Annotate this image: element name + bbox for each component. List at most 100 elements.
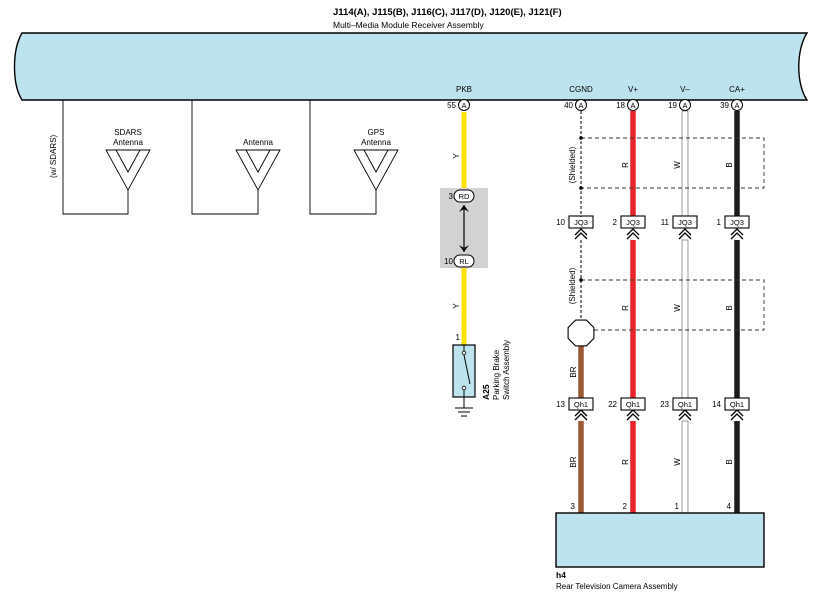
signal-caplus: CA+ xyxy=(729,85,745,94)
wire-color-bottom-vplus: R xyxy=(621,459,630,465)
wire-color-bottom-vminus: W xyxy=(673,458,682,466)
camera-pin-vminus: 1 xyxy=(675,502,680,511)
jq3-pin-caplus: 1 xyxy=(717,218,722,227)
sdars-antenna-label-1: SDARS xyxy=(114,128,142,137)
wire-color-mid-vminus: W xyxy=(673,304,682,312)
pkb-connector-a: A xyxy=(458,99,470,111)
jq3-pin-cgnd: 10 xyxy=(556,218,565,227)
jq3-connector-caplus: JQ3 xyxy=(724,215,750,229)
pkb-wire-color-lower: Y xyxy=(452,303,461,309)
switch-name-2: Switch Assembly xyxy=(502,340,511,400)
shielded-label-upper: (Shielded) xyxy=(568,146,577,183)
qh1-connector-caplus: Qh1 xyxy=(724,397,750,411)
svg-text:A: A xyxy=(682,101,687,110)
qh1-pin-caplus: 14 xyxy=(712,400,721,409)
wire-color-upper-vplus: R xyxy=(621,162,630,168)
shield-box-upper xyxy=(581,137,765,189)
camera-wire-group: CGND40ABRBRJQ310Qh1133CGNDV+18ARRRJQ32Qh… xyxy=(556,85,765,528)
antenna-label: Antenna xyxy=(243,138,273,147)
module-connector-cgnd: A xyxy=(575,99,587,111)
ground-splice-icon xyxy=(567,319,595,347)
module-pin-vplus: 18 xyxy=(616,101,625,110)
switch-pin: 1 xyxy=(456,333,461,342)
switch-code: A25 xyxy=(481,384,491,400)
svg-text:RL: RL xyxy=(459,257,469,266)
wire-vminus-upper xyxy=(681,110,689,218)
ground-icon xyxy=(455,407,473,417)
wire-color-bottom-cgnd: BR xyxy=(569,456,578,467)
signal-vplus: V+ xyxy=(628,85,638,94)
svg-text:A: A xyxy=(461,101,466,110)
wire-vminus-lower xyxy=(681,420,689,514)
jq3-chevron-caplus xyxy=(730,228,744,240)
pkb-pin: 55 xyxy=(447,101,456,110)
qh1-chevron-vplus xyxy=(626,409,640,421)
svg-text:RD: RD xyxy=(459,192,470,201)
connector-list: J114(A), J115(B), J116(C), J117(D), J120… xyxy=(333,7,562,18)
jc-rd-connector: RD xyxy=(453,189,475,203)
camera-name: Rear Television Camera Assembly xyxy=(556,582,678,591)
camera-pin-caplus: 4 xyxy=(727,502,732,511)
sdars-antenna-label-2: Antenna xyxy=(113,138,143,147)
svg-text:JQ3: JQ3 xyxy=(626,218,640,227)
qh1-pin-vminus: 23 xyxy=(660,400,669,409)
jc-rl-pin: 10 xyxy=(444,257,453,266)
gps-antenna-label-2: Antenna xyxy=(361,138,391,147)
wire-color-mid-cgnd: BR xyxy=(569,366,578,377)
signal-vminus: V– xyxy=(680,85,690,94)
module-connector-caplus: A xyxy=(731,99,743,111)
svg-text:JQ3: JQ3 xyxy=(730,218,744,227)
ws-sdars-label: (w/ SDARS) xyxy=(49,135,58,178)
gps-antenna-label-1: GPS xyxy=(368,128,385,137)
camera-code: h4 xyxy=(556,570,566,580)
svg-text:JQ3: JQ3 xyxy=(678,218,692,227)
svg-text:A: A xyxy=(630,101,635,110)
antenna-icon xyxy=(235,149,281,191)
pkb-wire xyxy=(440,112,488,345)
jc-rd-pin: 3 xyxy=(449,192,454,201)
shielded-label-lower: (Shielded) xyxy=(568,267,577,304)
camera-pin-cgnd: 3 xyxy=(571,502,576,511)
jq3-connector-cgnd: JQ3 xyxy=(568,215,594,229)
shield-junction-dot xyxy=(579,136,583,140)
svg-text:Qh1: Qh1 xyxy=(678,400,692,409)
sdars-antenna-icon xyxy=(105,149,151,191)
wire-color-mid-caplus: B xyxy=(725,305,734,310)
wire-color-upper-vminus: W xyxy=(673,161,682,169)
qh1-connector-vminus: Qh1 xyxy=(672,397,698,411)
shield-junction-dot xyxy=(579,186,583,190)
svg-text:A: A xyxy=(578,101,583,110)
module-connector-vplus: A xyxy=(627,99,639,111)
wire-vminus-mid xyxy=(681,239,689,399)
receiver-name: Multi–Media Module Receiver Assembly xyxy=(333,20,484,30)
rear-camera-box xyxy=(555,512,765,568)
module-pin-caplus: 39 xyxy=(720,101,729,110)
jq3-connector-vminus: JQ3 xyxy=(672,215,698,229)
qh1-connector-cgnd: Qh1 xyxy=(568,397,594,411)
jc-rl-connector: RL xyxy=(453,254,475,268)
pkb-signal: PKB xyxy=(456,85,472,94)
qh1-pin-cgnd: 13 xyxy=(556,400,565,409)
jq3-chevron-vminus xyxy=(678,228,692,240)
qh1-pin-vplus: 22 xyxy=(608,400,617,409)
svg-text:Qh1: Qh1 xyxy=(626,400,640,409)
svg-text:Qh1: Qh1 xyxy=(574,400,588,409)
wire-color-bottom-caplus: B xyxy=(725,459,734,464)
wire-color-mid-vplus: R xyxy=(621,305,630,311)
jq3-pin-vplus: 2 xyxy=(613,218,618,227)
qh1-connector-vplus: Qh1 xyxy=(620,397,646,411)
qh1-chevron-caplus xyxy=(730,409,744,421)
pkb-wire-color-upper: Y xyxy=(452,153,461,159)
wire-color-upper-caplus: B xyxy=(725,162,734,167)
jq3-pin-vminus: 11 xyxy=(661,218,670,227)
antenna-group xyxy=(62,100,399,215)
gps-antenna-icon xyxy=(353,149,399,191)
signal-cgnd: CGND xyxy=(569,85,593,94)
module-pin-cgnd: 40 xyxy=(564,101,573,110)
shield-junction-dot xyxy=(579,278,583,282)
svg-text:Qh1: Qh1 xyxy=(730,400,744,409)
qh1-chevron-cgnd xyxy=(574,409,588,421)
qh1-chevron-vminus xyxy=(678,409,692,421)
parking-brake-switch-icon xyxy=(452,344,476,408)
